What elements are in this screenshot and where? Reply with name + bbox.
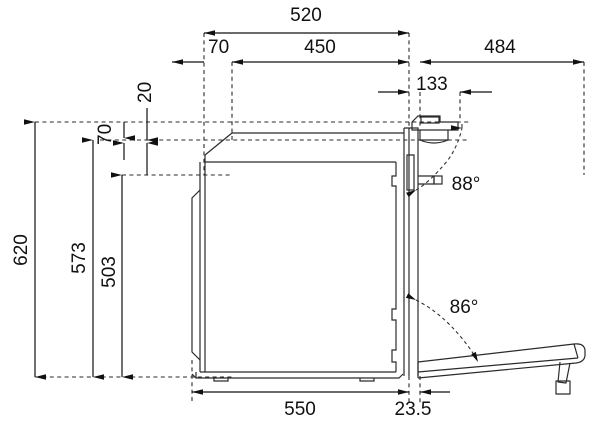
dimension-550: 550 [192, 389, 409, 420]
door-latch-pin [418, 175, 443, 185]
angle-callout-88: 88° [406, 124, 481, 198]
dimension-70-left: 70 [95, 124, 158, 175]
dimension-133: 133 [378, 74, 492, 95]
dimension-503: 503 [99, 172, 133, 380]
angle-88-label: 88° [452, 174, 481, 195]
hinge-bracket [411, 115, 459, 144]
oven-body-outline [191, 132, 404, 382]
dimension-573: 573 [69, 137, 104, 380]
dimension-20-label: 20 [135, 82, 156, 103]
open-door-panel [417, 343, 586, 395]
dimension-484-label: 484 [484, 37, 516, 58]
angle-callout-86: 86° [405, 293, 479, 363]
dimension-20: 20 [123, 82, 158, 143]
dimension-23-5: 23.5 [395, 389, 450, 420]
dimension-520-label: 520 [290, 5, 322, 26]
dimension-23-5-label: 23.5 [395, 399, 432, 420]
dimension-70-top-label: 70 [208, 37, 229, 58]
dimension-chain-row2: 70 450 484 [172, 37, 584, 65]
dimension-550-label: 550 [284, 399, 316, 420]
extension-lines [35, 33, 585, 404]
dimension-503-label: 503 [99, 256, 120, 288]
dimension-573-label: 573 [69, 242, 90, 274]
angle-86-label: 86° [450, 297, 479, 318]
oven-front-frame [403, 127, 419, 376]
dimension-520: 520 [204, 5, 409, 36]
dimension-620: 620 [11, 119, 46, 380]
dimension-620-label: 620 [11, 234, 32, 266]
dimension-450-label: 450 [304, 37, 336, 58]
dimension-133-label: 133 [416, 74, 448, 95]
dimension-70-left-label: 70 [95, 124, 116, 145]
